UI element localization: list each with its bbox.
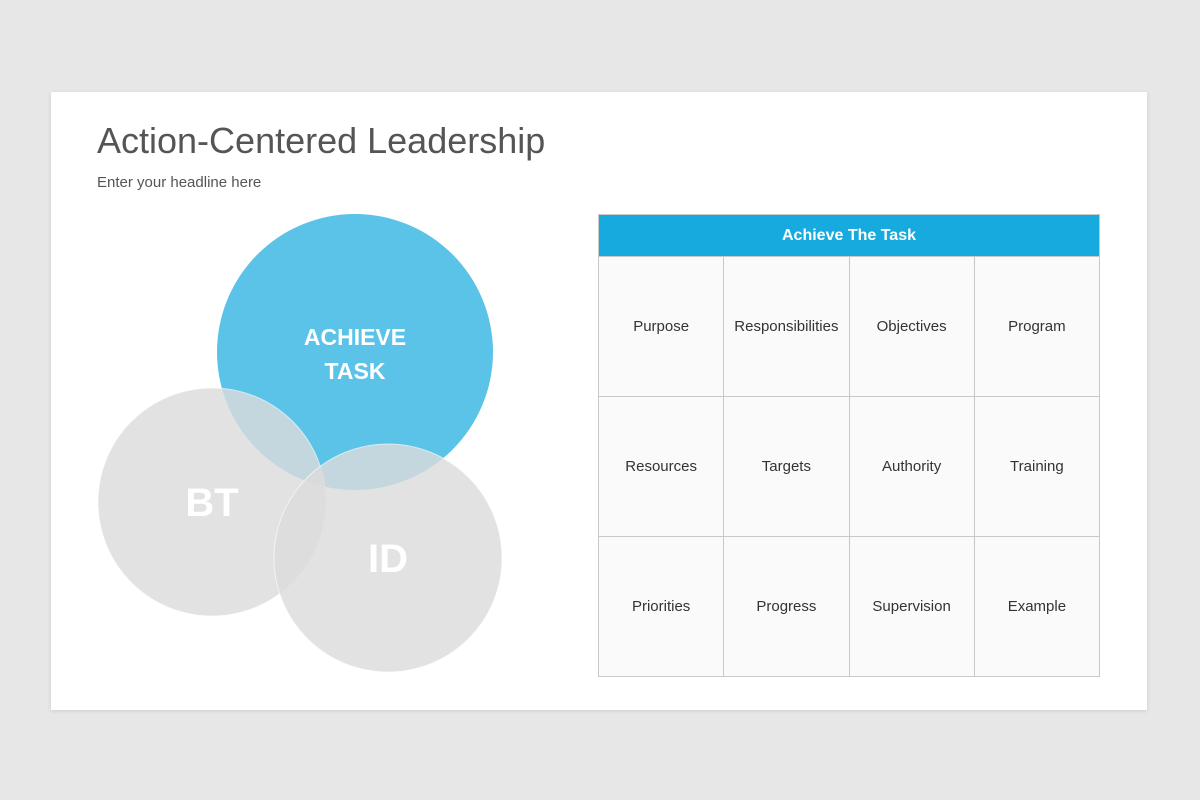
table-cell: Objectives bbox=[848, 257, 974, 396]
slide: Action-Centered Leadership Enter your he… bbox=[51, 92, 1147, 710]
table-cell: Supervision bbox=[848, 537, 974, 676]
venn-circle-id bbox=[273, 443, 503, 673]
table-cell: Responsibilities bbox=[723, 257, 849, 396]
table-cell: Progress bbox=[723, 537, 849, 676]
achieve-task-table: Achieve The Task Purpose Responsibilitie… bbox=[598, 214, 1100, 677]
table-cell: Example bbox=[973, 537, 1099, 676]
page-subtitle: Enter your headline here bbox=[97, 174, 262, 191]
table-cell: Priorities bbox=[599, 537, 724, 676]
table-cell: Authority bbox=[848, 397, 974, 536]
table-row: Priorities Progress Supervision Example bbox=[599, 536, 1099, 676]
table-cell: Purpose bbox=[599, 257, 724, 396]
table-header: Achieve The Task bbox=[599, 215, 1099, 256]
venn-diagram: ACHIEVE TASK BT ID bbox=[97, 214, 503, 673]
venn-label-achieve: ACHIEVE bbox=[304, 324, 406, 350]
page-title: Action-Centered Leadership bbox=[97, 120, 546, 161]
venn-label-bt: BT bbox=[185, 481, 238, 525]
venn-label-task: TASK bbox=[325, 358, 386, 384]
table-cell: Training bbox=[973, 397, 1099, 536]
table-cell: Resources bbox=[599, 397, 724, 536]
table-cell: Program bbox=[973, 257, 1099, 396]
table-cell: Targets bbox=[723, 397, 849, 536]
table-row: Resources Targets Authority Training bbox=[599, 396, 1099, 536]
table-row: Purpose Responsibilities Objectives Prog… bbox=[599, 256, 1099, 396]
venn-label-id: ID bbox=[368, 537, 408, 581]
